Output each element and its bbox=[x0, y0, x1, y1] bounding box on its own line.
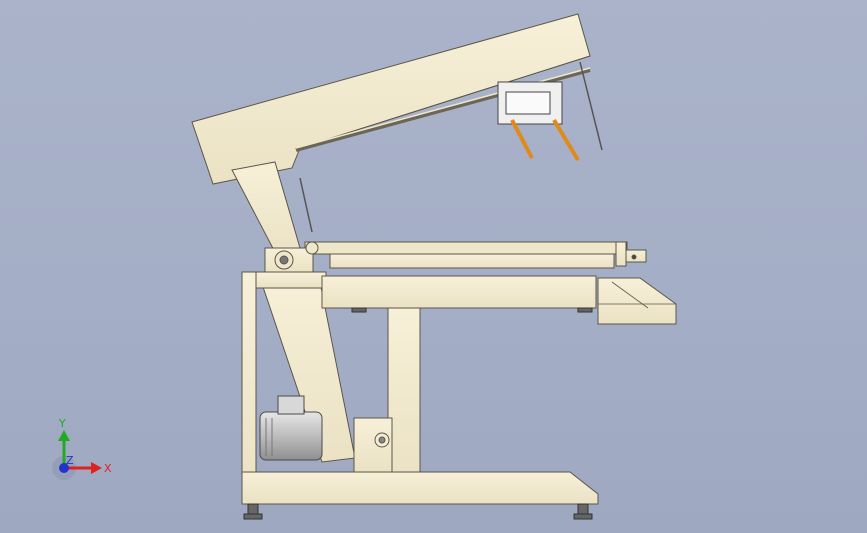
y-axis-label: Y bbox=[58, 417, 66, 430]
base-frame-icon[interactable] bbox=[241, 271, 599, 505]
worktable-icon[interactable] bbox=[304, 241, 647, 269]
hinge-bracket-icon bbox=[264, 241, 319, 273]
control-box-icon[interactable] bbox=[597, 277, 677, 325]
z-axis-label: Z bbox=[66, 454, 74, 467]
z-axis-icon bbox=[59, 463, 69, 473]
tool-head-icon[interactable] bbox=[299, 61, 603, 233]
axis-triad: Y X Z bbox=[52, 417, 112, 480]
leveling-foot-icon bbox=[243, 307, 593, 520]
motor-icon[interactable] bbox=[259, 395, 323, 461]
gearbox-icon[interactable] bbox=[353, 417, 393, 473]
x-axis-label: X bbox=[104, 462, 112, 475]
